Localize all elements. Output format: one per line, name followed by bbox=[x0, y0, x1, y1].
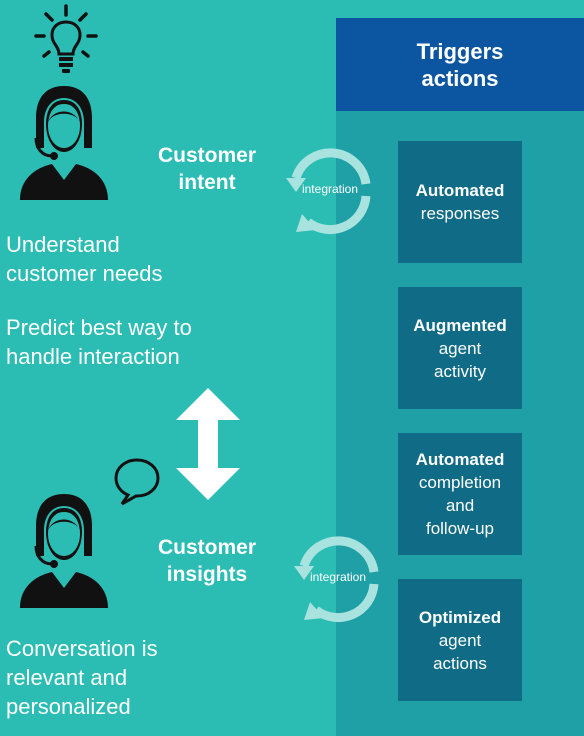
customer-insights-label: Customer insights bbox=[157, 536, 257, 586]
action-card-body: responses bbox=[420, 204, 500, 223]
action-card-title: Augmented bbox=[413, 315, 507, 335]
double-arrow-icon bbox=[176, 388, 240, 500]
cycle-arrow-icon bbox=[294, 536, 379, 623]
action-card-title: Automated bbox=[415, 450, 505, 469]
conversation-relevant-text: Conversation is relevant and personalize… bbox=[6, 636, 158, 719]
action-card-body: agent actions bbox=[433, 630, 487, 673]
triggers-actions-title: Triggers actions bbox=[416, 38, 504, 91]
triggers-actions-header: Triggers actions bbox=[336, 18, 584, 111]
lightbulb-icon bbox=[34, 4, 98, 73]
action-card-title: Optimized bbox=[418, 607, 502, 627]
cycle-arrow-icon bbox=[286, 148, 371, 235]
customer-intent-label: Customer intent bbox=[157, 144, 257, 194]
action-card-body: completion and follow-up bbox=[418, 473, 502, 538]
action-card-automated-responses: Automated responses bbox=[398, 141, 522, 263]
action-card-automated-completion: Automated completion and follow-up bbox=[398, 433, 522, 555]
action-card-title: Automated bbox=[415, 181, 505, 200]
action-card-body: agent activity bbox=[434, 338, 486, 381]
predict-best-way-text: Predict best way to handle interaction bbox=[6, 315, 192, 369]
agent-headset-icon bbox=[20, 494, 108, 608]
action-card-optimized-agent-actions: Optimized agent actions bbox=[398, 579, 522, 701]
speech-bubble-icon bbox=[114, 458, 160, 506]
understand-needs-text: Understand customer needs bbox=[6, 232, 163, 286]
integration-label: integration bbox=[301, 182, 359, 196]
integration-label: integration bbox=[309, 570, 367, 584]
agent-headset-icon bbox=[20, 86, 108, 200]
action-card-augmented-agent-activity: Augmented agent activity bbox=[398, 287, 522, 409]
